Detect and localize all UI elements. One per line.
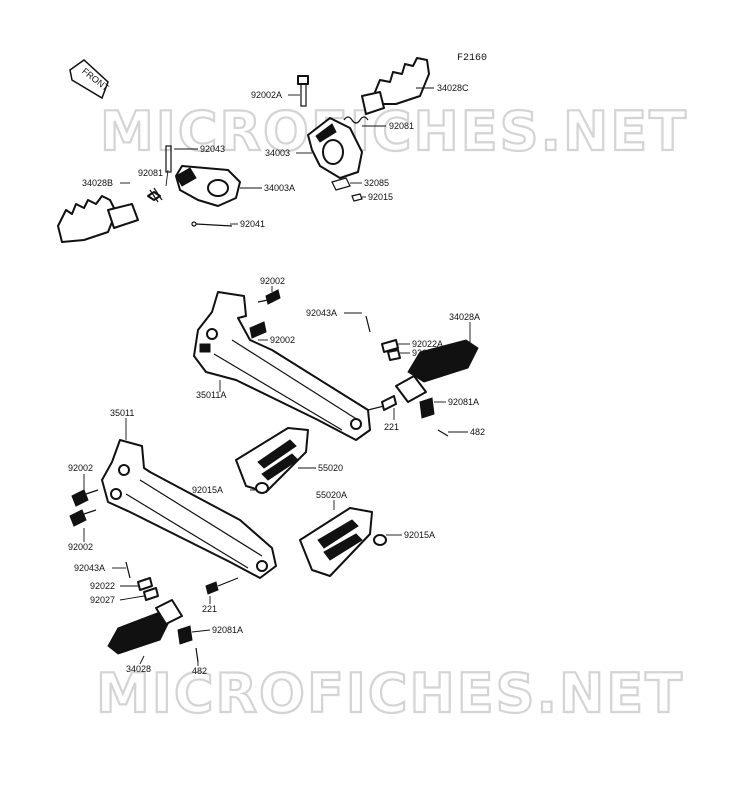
washer-92015a-mid	[255, 482, 269, 494]
spring-92081a-mid	[419, 397, 435, 419]
watermark-top: MICROFICHES.NET	[100, 100, 688, 163]
footpeg-34028c	[361, 57, 430, 115]
bracket-35011a	[193, 291, 371, 441]
leader-lines	[83, 87, 471, 666]
bolt-221-low	[205, 577, 239, 595]
callout-32085: 32085	[364, 178, 389, 188]
callout-92041: 92041	[240, 219, 265, 229]
bolt-92002-low-1	[71, 489, 99, 507]
callout-92015a-right: 92015A	[404, 530, 435, 540]
callout-92002-low-1: 92002	[68, 463, 93, 473]
callout-221-low: 221	[202, 604, 217, 614]
pin-92043	[165, 145, 172, 173]
bolt-92002-low-2	[69, 509, 97, 527]
washer-92015a-right	[373, 534, 387, 546]
front-arrow-icon: FRONT	[69, 59, 111, 100]
callout-92002a: 92002A	[251, 90, 282, 100]
bracket-34003	[307, 117, 363, 179]
callout-34028b: 34028B	[82, 178, 113, 188]
callout-34003: 34003	[265, 148, 290, 158]
footpeg-34028b	[57, 195, 139, 243]
callout-92015: 92015	[368, 192, 393, 202]
callout-35011: 35011	[110, 408, 134, 418]
clip-32085	[331, 177, 351, 191]
callout-92027-low: 92027	[90, 595, 115, 605]
washer-92022-low	[137, 577, 153, 591]
callout-55020: 55020	[318, 463, 343, 473]
heel-guard-55020	[235, 427, 309, 493]
bracket-34003a	[175, 165, 241, 207]
callout-92081a-mid: 92081A	[448, 397, 479, 407]
callout-labels: 92002A 34028C 92081 34003 32085 92015 92…	[68, 83, 485, 676]
callout-92002-mid-1: 92002	[260, 276, 285, 286]
callout-92043a-low: 92043A	[74, 563, 105, 573]
spring-92081-top	[343, 116, 369, 124]
callout-34028c: 34028C	[437, 83, 469, 93]
bolt-92002-mid-1	[257, 289, 281, 305]
callout-35011a: 35011A	[196, 390, 226, 400]
watermark-bottom: MICROFICHES.NET	[96, 662, 684, 725]
callout-92081a-low: 92081A	[212, 625, 243, 635]
washer-92022a	[381, 339, 399, 353]
callout-92081-top: 92081	[389, 121, 414, 131]
callout-92043: 92043	[200, 144, 225, 154]
figure-code: F2160	[457, 53, 487, 64]
callout-482-mid: 482	[470, 427, 485, 437]
callout-221-mid: 221	[384, 422, 399, 432]
pin-482-mid	[437, 429, 449, 437]
callout-92002-low-2: 92002	[68, 542, 93, 552]
heel-guard-55020a	[299, 507, 373, 577]
footpeg-34028a	[395, 339, 479, 403]
pin-482-low	[195, 647, 199, 663]
callout-34028: 34028	[126, 664, 151, 674]
callout-92081-left: 92081	[138, 168, 163, 178]
callout-34028a: 34028A	[449, 312, 480, 322]
spring-92081-left	[147, 187, 163, 203]
washer-92027-low	[143, 587, 159, 601]
callout-92022a: 92022A	[412, 339, 443, 349]
bracket-35011	[101, 439, 277, 579]
callout-92027-mid: 92027	[412, 348, 437, 358]
pin-92043a-mid	[365, 315, 371, 333]
callout-482-low: 482	[192, 666, 207, 676]
callout-92043a-mid: 92043A	[306, 308, 337, 318]
bolt-92002-mid-2	[249, 321, 267, 339]
callout-34003a: 34003A	[264, 183, 295, 193]
callout-92015a-mid: 92015A	[192, 485, 223, 495]
pin-92041	[191, 221, 233, 227]
bolt-221-mid	[367, 395, 397, 411]
callout-92002-mid-2: 92002	[270, 335, 295, 345]
pin-92043a-low	[125, 561, 131, 579]
footpeg-34028	[107, 599, 183, 655]
washer-92015	[351, 193, 363, 202]
bolt-92002a	[297, 75, 309, 107]
callout-92022-low: 92022	[90, 581, 115, 591]
spring-92081a-low	[177, 625, 193, 645]
washer-92027-mid	[387, 349, 401, 361]
callout-55020a: 55020A	[316, 490, 347, 500]
